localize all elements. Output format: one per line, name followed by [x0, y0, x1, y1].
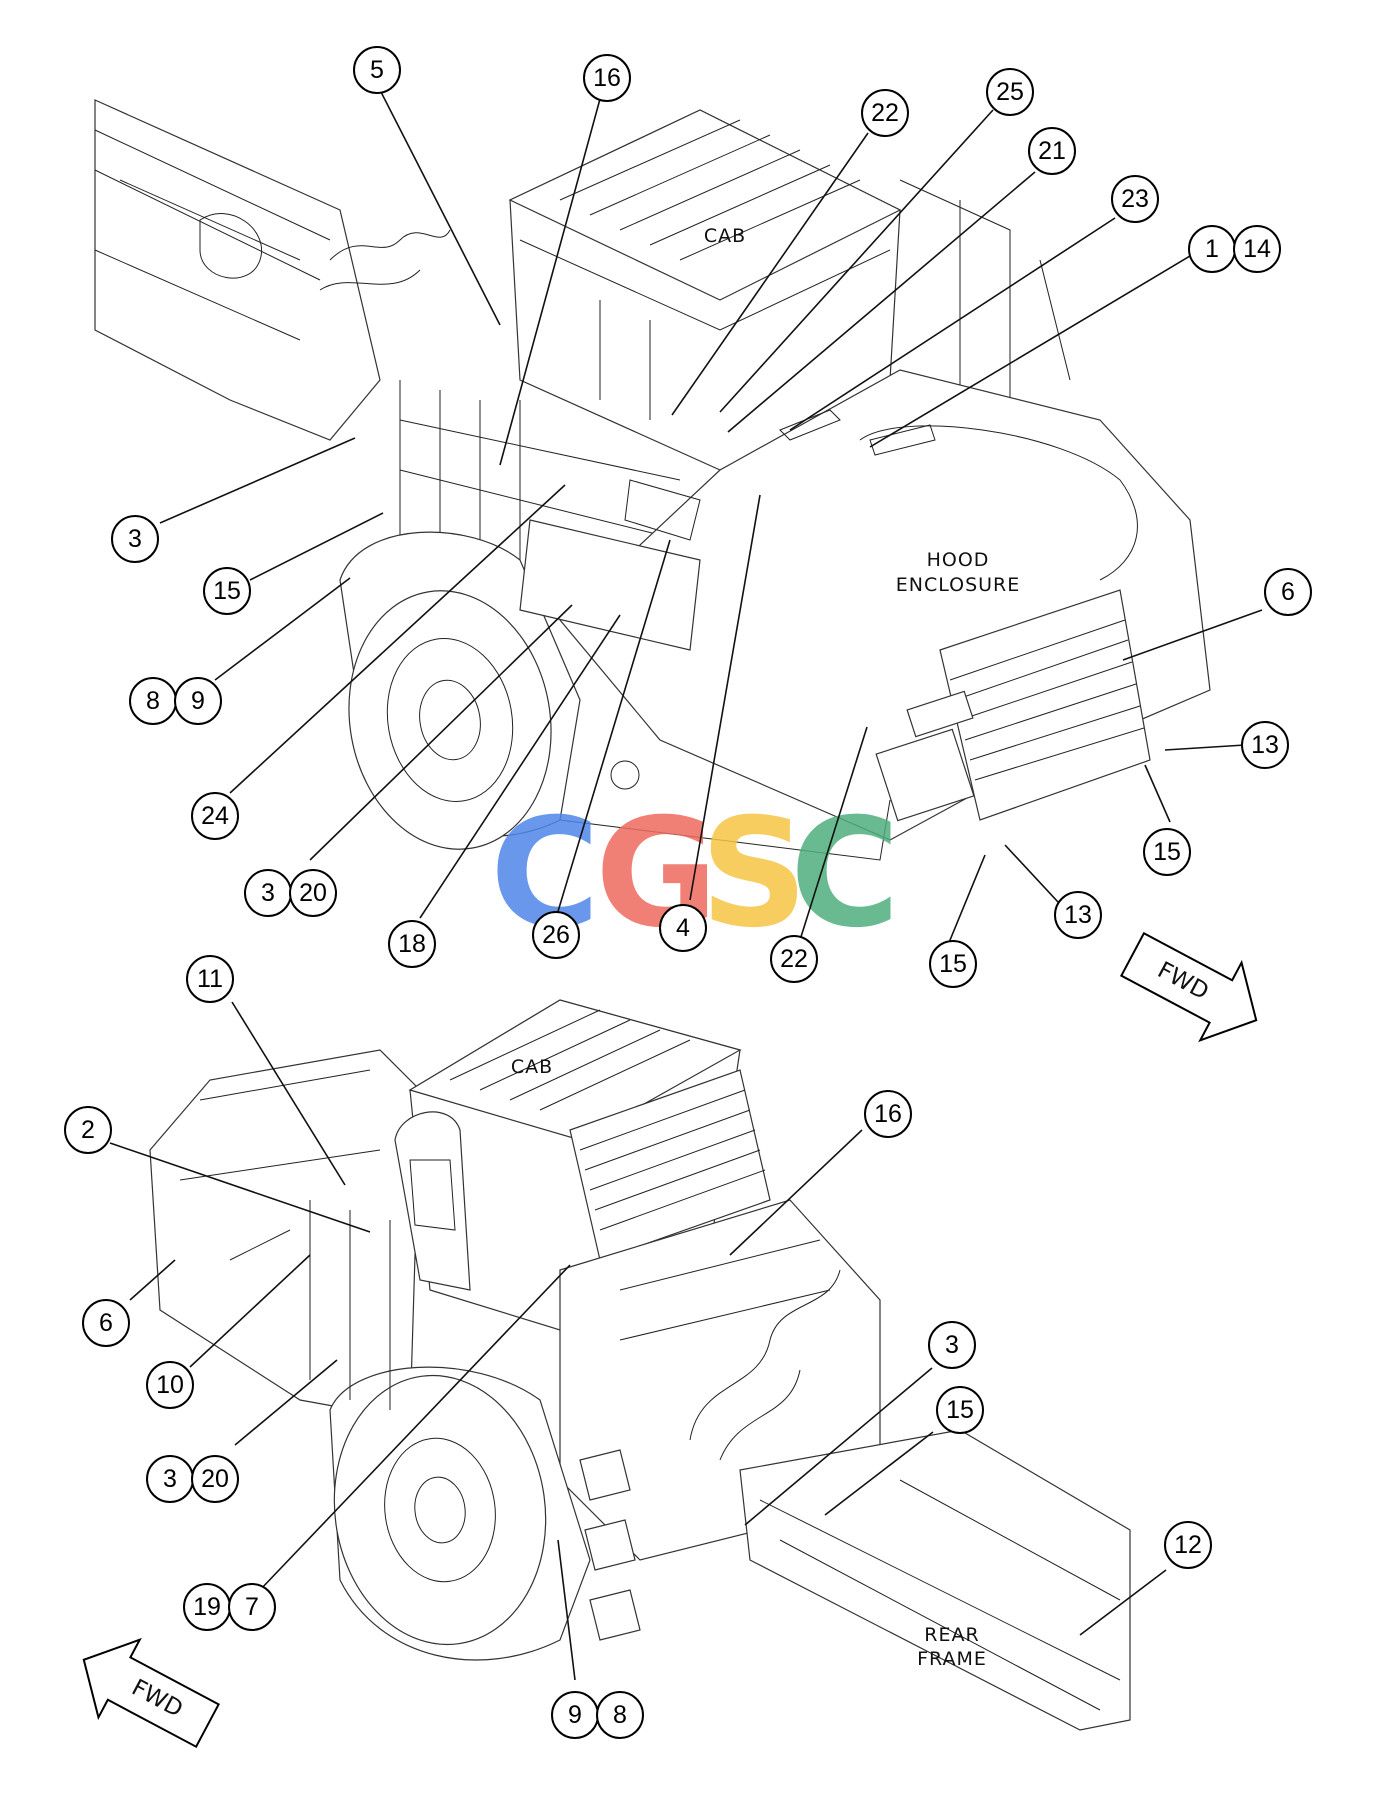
callout-3-top-label: 3: [128, 525, 142, 553]
callout-22-top: 22: [861, 89, 909, 137]
callout-1: 1: [1188, 225, 1236, 273]
callout-15-right-label: 15: [1153, 838, 1181, 866]
callout-18: 18: [388, 920, 436, 968]
callout-3-top: 3: [111, 515, 159, 563]
callout-21-label: 21: [1038, 137, 1066, 165]
fwd-arrow-bottom: FWD: [82, 1637, 221, 1749]
callout-26: 26: [532, 911, 580, 959]
callout-3-bottom-left: 3: [146, 1455, 194, 1503]
callout-7-label: 7: [245, 1593, 259, 1621]
callout-15-lower-label: 15: [939, 950, 967, 978]
callout-6-bottom-label: 6: [99, 1309, 113, 1337]
callout-15-top-left: 15: [203, 567, 251, 615]
callout-20-bottom-label: 20: [201, 1465, 229, 1493]
rear-frame-label-line2: FRAME: [917, 1648, 987, 1670]
callout-9-bottom-label: 9: [568, 1701, 582, 1729]
callout-3-bottom-right-label: 3: [945, 1331, 959, 1359]
callout-19-label: 19: [193, 1593, 221, 1621]
callout-2: 2: [64, 1106, 112, 1154]
callout-4: 4: [659, 904, 707, 952]
callout-3-bottom-right: 3: [928, 1321, 976, 1369]
callout-7: 7: [228, 1583, 276, 1631]
callout-5-label: 5: [370, 56, 384, 84]
callout-14-label: 14: [1243, 235, 1271, 263]
callout-15-top-left-label: 15: [213, 577, 241, 605]
callout-20-top: 20: [289, 869, 337, 917]
callout-15-lower: 15: [929, 940, 977, 988]
callout-13-upper-label: 13: [1251, 731, 1279, 759]
callout-16-bottom-label: 16: [874, 1100, 902, 1128]
callout-24: 24: [191, 792, 239, 840]
callout-13-lower-label: 13: [1064, 901, 1092, 929]
callout-8-top-label: 8: [146, 687, 160, 715]
callout-26-label: 26: [542, 921, 570, 949]
callout-23-label: 23: [1121, 185, 1149, 213]
hood-enclosure-label-line2: ENCLOSURE: [896, 574, 1021, 596]
callout-24-label: 24: [201, 802, 229, 830]
leader-lines: [109, 89, 1263, 1681]
callout-21: 21: [1028, 127, 1076, 175]
callout-3-mid-label: 3: [261, 879, 275, 907]
watermark-letter-4: C: [790, 787, 900, 961]
cab-label-bottom: CAB: [511, 1056, 553, 1078]
callout-16-top-label: 16: [593, 64, 621, 92]
callout-25-label: 25: [996, 78, 1024, 106]
callout-12: 12: [1164, 1521, 1212, 1569]
callouts: 5 16 22 25 21 23 1 14 3 15 8 9 6 13 15 1…: [64, 46, 1312, 1739]
callout-8-bottom-label: 8: [613, 1701, 627, 1729]
cab-label-top: CAB: [704, 225, 746, 247]
callout-20-top-label: 20: [299, 879, 327, 907]
callout-22-bottom: 22: [770, 935, 818, 983]
callout-25: 25: [986, 68, 1034, 116]
callout-13-lower: 13: [1054, 891, 1102, 939]
hood-enclosure-label-line1: HOOD: [927, 549, 990, 571]
callout-3-bottom-left-label: 3: [163, 1465, 177, 1493]
callout-10-label: 10: [156, 1371, 184, 1399]
callout-9-top: 9: [174, 677, 222, 725]
rear-frame-label-line1: REAR: [924, 1624, 979, 1646]
callout-10: 10: [146, 1361, 194, 1409]
callout-2-label: 2: [81, 1116, 95, 1144]
callout-15-bottom: 15: [936, 1386, 984, 1434]
callout-11-label: 11: [197, 965, 223, 993]
callout-18-label: 18: [398, 930, 426, 958]
callout-4-label: 4: [676, 914, 690, 942]
fwd-arrow-top: FWD: [1119, 931, 1258, 1043]
callout-19: 19: [183, 1583, 231, 1631]
callout-16-top: 16: [583, 54, 631, 102]
callout-14: 14: [1233, 225, 1281, 273]
callout-22-top-label: 22: [871, 99, 899, 127]
callout-16-bottom: 16: [864, 1090, 912, 1138]
callout-23: 23: [1111, 175, 1159, 223]
watermark-letter-3: S: [700, 787, 808, 961]
callout-9-bottom: 9: [551, 1691, 599, 1739]
callout-3-mid: 3: [244, 869, 292, 917]
callout-15-right: 15: [1143, 828, 1191, 876]
callout-11: 11: [186, 955, 234, 1003]
top-machine-drawing: [94, 99, 1211, 861]
callout-15-bottom-label: 15: [946, 1396, 974, 1424]
bottom-machine-drawing: [149, 999, 1131, 1731]
callout-6-bottom: 6: [82, 1299, 130, 1347]
callout-22-bottom-label: 22: [780, 945, 808, 973]
callout-1-label: 1: [1205, 235, 1219, 263]
callout-5: 5: [353, 46, 401, 94]
callout-6-top: 6: [1264, 568, 1312, 616]
callout-13-upper: 13: [1241, 721, 1289, 769]
callout-9-top-label: 9: [191, 687, 205, 715]
callout-12-label: 12: [1174, 1531, 1202, 1559]
callout-8-top: 8: [129, 677, 177, 725]
callout-8-bottom: 8: [596, 1691, 644, 1739]
callout-6-top-label: 6: [1281, 578, 1295, 606]
callout-20-bottom: 20: [191, 1455, 239, 1503]
